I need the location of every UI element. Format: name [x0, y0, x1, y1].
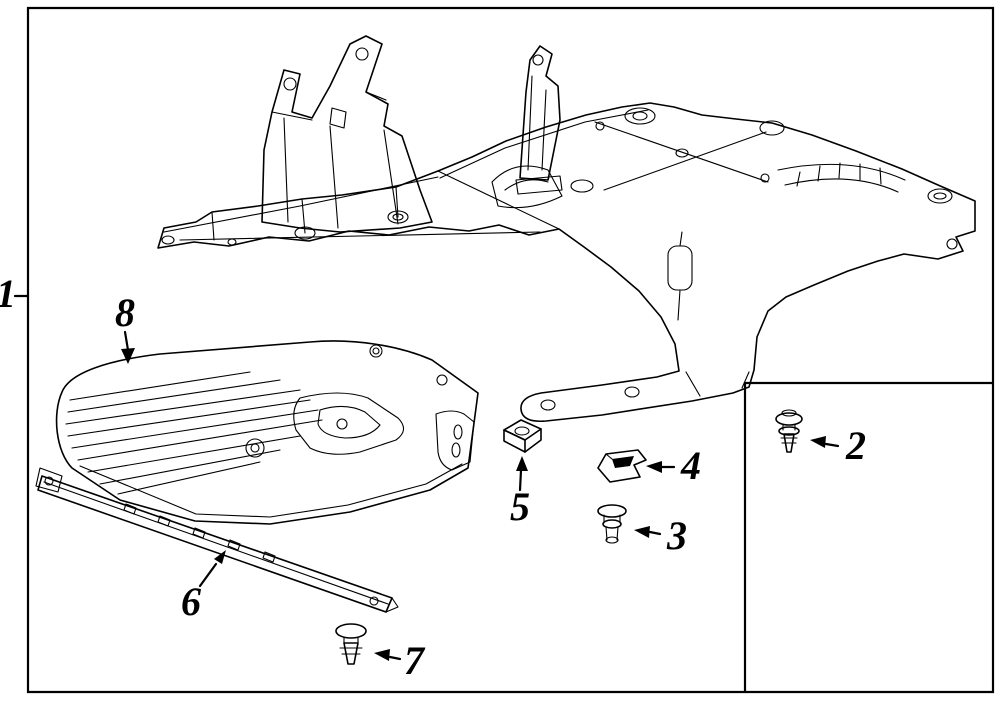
callout-4-arrow — [646, 461, 676, 473]
callout-2-arrow — [810, 436, 840, 448]
callout-3-arrow — [634, 526, 662, 538]
fastener-inset-box — [743, 381, 993, 692]
push-rivet-7-art — [335, 623, 367, 665]
splash-shield-assembly-art — [157, 102, 976, 423]
callout-8-arrow — [121, 330, 135, 364]
callout-5-label: 5 — [510, 484, 530, 529]
square-nut-art — [503, 419, 542, 453]
border-frame — [26, 6, 995, 694]
callout-3-label: 3 — [667, 513, 687, 558]
callout-7-arrow — [374, 649, 402, 661]
callout-8-label: 8 — [115, 290, 135, 335]
push-rivet-2-art — [775, 409, 803, 453]
callout-2-label: 2 — [846, 423, 866, 468]
callout-5-arrow — [516, 456, 528, 492]
callout-4-label: 4 — [681, 443, 701, 488]
callout-6-arrow — [198, 550, 226, 588]
callout-6-label: 6 — [181, 579, 201, 624]
under-cover-panel-art — [55, 340, 479, 525]
middle-bracket-art — [515, 45, 563, 195]
push-pin-3-art — [597, 504, 627, 544]
callout-1-label: 1 — [0, 274, 16, 314]
support-strip-art — [35, 467, 399, 613]
left-bracket-art — [261, 35, 433, 233]
retainer-clip-art — [597, 449, 647, 483]
callout-7-label: 7 — [404, 638, 424, 683]
